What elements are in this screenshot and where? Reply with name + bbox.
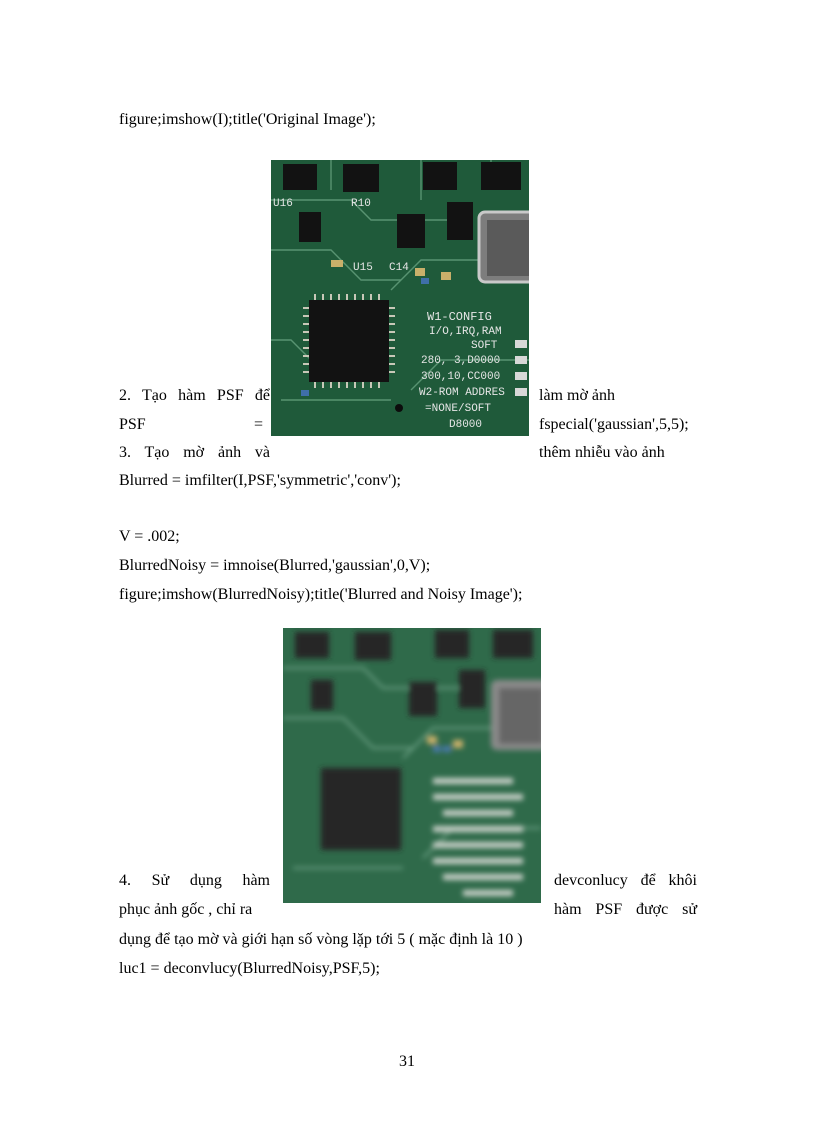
iteration-limit-line: dụng để tạo mờ và giới hạn số vòng lặp t…	[119, 931, 523, 948]
restore-left: phục ảnh gốc , chỉ ra	[119, 901, 253, 918]
label-r10: R10	[351, 198, 371, 210]
code-line-original: figure;imshow(I);title('Original Image')…	[119, 111, 376, 128]
label-c14: C14	[389, 262, 409, 274]
label-irq: I/O,IRQ,RAM	[429, 326, 502, 338]
blurred-noisy-image	[283, 628, 541, 903]
label-none-soft: =NONE/SOFT	[425, 403, 491, 415]
step2-left: 2. Tạo hàm PSF để	[119, 387, 270, 404]
step3-right: thêm nhiễu vào ảnh	[539, 444, 665, 461]
code-line-blurred: Blurred = imfilter(I,PSF,'symmetric','co…	[119, 472, 401, 489]
code-line-v: V = .002;	[119, 528, 180, 545]
page-number: 31	[399, 1053, 415, 1070]
psf-left: PSF	[119, 416, 146, 433]
label-d8000: D8000	[449, 419, 482, 431]
step4-right: devconlucy để khôi	[554, 872, 697, 889]
restore-right: hàm PSF được sử	[554, 901, 697, 918]
label-300: 300,10,CC000	[421, 371, 500, 383]
step3-left: 3. Tạo mờ ảnh và	[119, 444, 270, 461]
step4-left: 4. Sử dụng hàm	[119, 872, 270, 889]
label-soft: SOFT	[471, 340, 498, 352]
code-line-imnoise: BlurredNoisy = imnoise(Blurred,'gaussian…	[119, 557, 431, 574]
step2-right: làm mờ ảnh	[539, 387, 615, 404]
label-w1-config: W1-CONFIG	[427, 310, 492, 324]
code-line-show-noisy: figure;imshow(BlurredNoisy);title('Blurr…	[119, 586, 523, 603]
label-u16: U16	[273, 198, 293, 210]
label-w2-rom: W2-ROM ADDRES	[419, 387, 505, 399]
psf-equals: =	[254, 416, 264, 433]
label-u15: U15	[353, 262, 373, 274]
code-line-deconvlucy: luc1 = deconvlucy(BlurredNoisy,PSF,5);	[119, 960, 380, 977]
label-280: 280, 3,D0000	[421, 355, 500, 367]
original-image: U16 R10 U15 C14 W1-CONFIG I/O,IRQ,RAM SO…	[271, 160, 529, 436]
psf-right: fspecial('gaussian',5,5);	[539, 416, 689, 433]
